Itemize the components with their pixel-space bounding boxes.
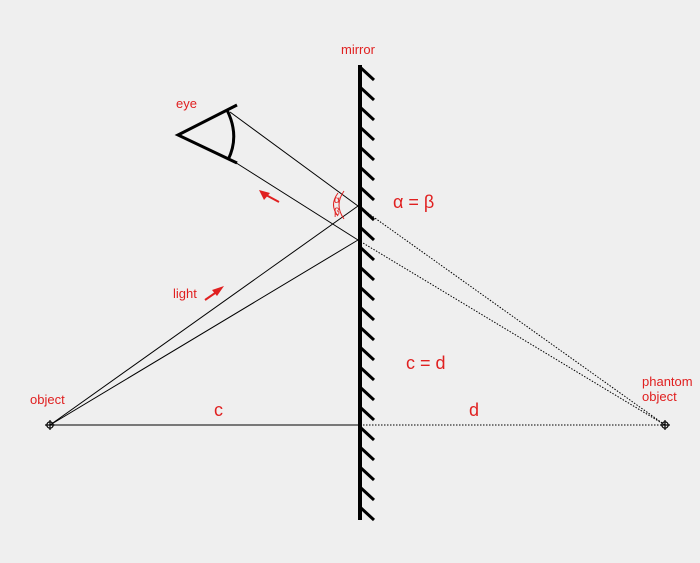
mirror-hatch-mark: [359, 406, 376, 422]
mirror-hatch-mark: [359, 66, 376, 82]
angle-arcs: [333, 190, 345, 220]
mirror-hatch-mark: [359, 286, 376, 302]
reflected-ray-lower: [229, 158, 359, 241]
phantom-object-label-line1: phantom: [642, 374, 693, 389]
alpha-label: α: [334, 195, 340, 206]
phantom-object-label-line2: object: [642, 389, 677, 404]
mirror-hatch-mark: [359, 186, 376, 202]
mirror-hatch-mark: [359, 266, 376, 282]
distance-c-label: c: [214, 400, 223, 420]
beta-label: β: [334, 207, 340, 218]
mirror-hatch-mark: [359, 106, 376, 122]
distance-d-label: d: [469, 400, 479, 420]
virtual-rays: [357, 205, 666, 426]
object-marker-icon: [45, 420, 55, 430]
object-label: object: [30, 392, 65, 407]
mirror-hatch-mark: [359, 506, 376, 522]
mirror-hatch-mark: [359, 426, 376, 442]
eye-label: eye: [176, 96, 197, 111]
mirror-hatch-mark: [359, 486, 376, 502]
angle-equality-label: α = β: [393, 192, 434, 212]
light-rays: [49, 111, 360, 426]
mirror-hatch-mark: [359, 446, 376, 462]
light-direction-arrow-icon: [204, 286, 224, 301]
mirror-hatch-mark: [359, 226, 376, 242]
reflected-ray-upper: [229, 111, 359, 207]
incident-ray-upper: [49, 205, 359, 426]
mirror-hatch-mark: [359, 386, 376, 402]
reflection-direction-arrow-icon: [259, 190, 280, 203]
mirror-hatch-mark: [359, 246, 376, 262]
eye-icon: [174, 103, 238, 165]
mirror-hatch-mark: [359, 346, 376, 362]
mirror-hatching: [359, 66, 376, 522]
phantom-object-marker-icon: [660, 420, 670, 430]
mirror-hatch-mark: [359, 306, 376, 322]
mirror: [358, 65, 376, 522]
mirror-hatch-mark: [359, 466, 376, 482]
mirror-label: mirror: [341, 42, 376, 57]
mirror-hatch-mark: [359, 86, 376, 102]
mirror-hatch-mark: [359, 126, 376, 142]
distance-equality-label: c = d: [406, 353, 446, 373]
mirror-hatch-mark: [359, 146, 376, 162]
light-label: light: [173, 286, 197, 301]
mirror-hatch-mark: [359, 166, 376, 182]
mirror-hatch-mark: [359, 366, 376, 382]
incident-ray-lower: [49, 239, 359, 426]
mirror-hatch-mark: [359, 326, 376, 342]
